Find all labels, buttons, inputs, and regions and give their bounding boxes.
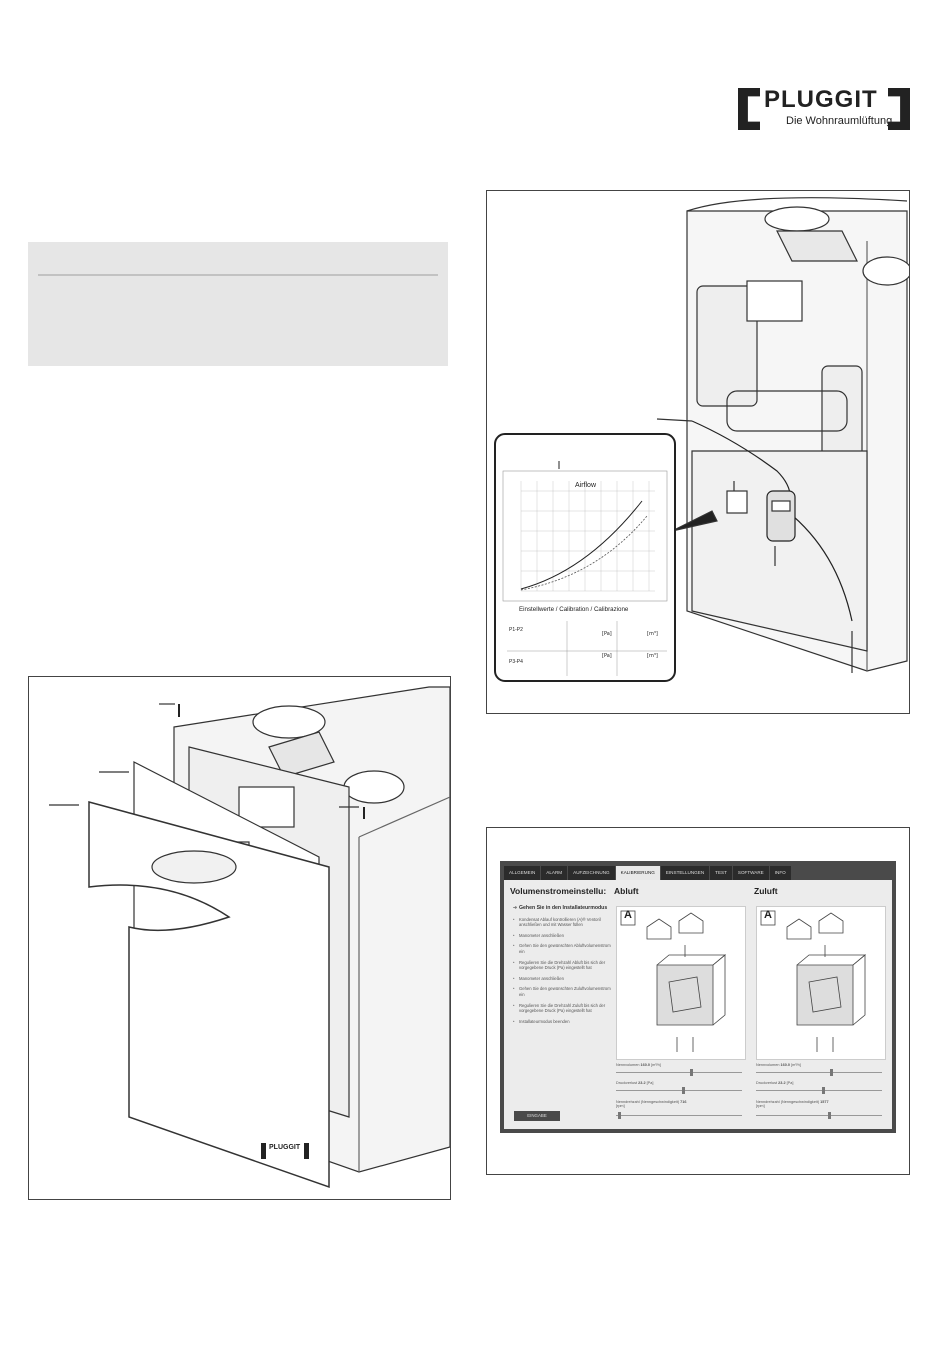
zuluft-drehzahl-value: 1577	[820, 1100, 829, 1104]
abluft-nennvolumen-label: Nennvolumen	[616, 1063, 640, 1067]
step-item: Regulieren Sie die Drehzahl Zuluft bis s…	[512, 1003, 612, 1014]
abluft-drehzahl-slider[interactable]	[616, 1112, 742, 1119]
slider-knob[interactable]	[690, 1069, 693, 1076]
step-item: Gehen Sie in den Installateurmodus	[512, 905, 612, 912]
abluft-drehzahl-label: Nenndrehzahl (Nenngeschwindigkeit)	[616, 1100, 680, 1104]
zuluft-nennvolumen-label: Nennvolumen	[756, 1063, 780, 1067]
step-item: Installateurmodus beenden	[512, 1019, 612, 1025]
zuluft-drehzahl-unit: [rpm]	[756, 1104, 765, 1108]
logo-slogan: Die Wohnraumlüftung.	[786, 115, 896, 127]
cal-unit-a-1: [Pa]	[602, 631, 612, 637]
tab-kalibrierung[interactable]: KALIBRIERUNG	[615, 866, 660, 880]
zuluft-drehzahl-slider[interactable]	[756, 1112, 882, 1119]
abluft-drehzahl-value: 716	[680, 1100, 687, 1104]
cal-unit-b-2: [m³]	[647, 653, 658, 659]
abluft-nennvolumen-unit: [m³/h]	[651, 1063, 661, 1067]
zuluft-title: Zuluft	[754, 886, 778, 896]
zuluft-druckverlust-unit: [Pa]	[786, 1081, 794, 1085]
tab-test[interactable]: TEST	[710, 866, 732, 880]
tab-aufzeichnung[interactable]: AUFZEICHNUNG	[568, 866, 615, 880]
abluft-nennvolumen-value: 160.0	[640, 1063, 651, 1067]
tab-alarm[interactable]: ALARM	[541, 866, 568, 880]
cal-unit-a-2: [Pa]	[602, 653, 612, 659]
note-box	[28, 242, 448, 366]
logo-bracket-left	[738, 88, 760, 130]
abluft-druckverlust-unit: [Pa]	[646, 1081, 654, 1085]
zuluft-druckverlust-slider[interactable]	[756, 1087, 882, 1094]
zuluft-nennvolumen-unit: [m³/h]	[791, 1063, 801, 1067]
tab-info[interactable]: INFO	[769, 866, 791, 880]
tab-einstellungen[interactable]: EINSTELLUNGEN	[660, 866, 710, 880]
logo-bracket-right	[888, 88, 910, 130]
unit-rear-illustration	[494, 197, 909, 682]
tab-software[interactable]: SOFTWARE	[732, 866, 769, 880]
tab-bar: ALLGEMEIN ALARM AUFZEICHNUNG KALIBRIERUN…	[504, 866, 791, 880]
airflow-sheet	[494, 433, 676, 682]
step-item: Gehen Sie den gewünschten Zuluftvolumens…	[512, 986, 612, 997]
step-item: Kondensat Ablauf kontrollieren (A)® Vent…	[512, 917, 612, 928]
eingabe-button[interactable]: EINGABE	[514, 1111, 560, 1121]
figure-front-door-removal: PLUGGIT	[28, 676, 451, 1200]
zuluft-nennvolumen-slider[interactable]	[756, 1069, 882, 1076]
step-item: Regulieren Sie die Drehzahl Abluft bis s…	[512, 960, 612, 971]
zuluft-illustration	[756, 906, 886, 1060]
abluft-badge: A	[624, 909, 632, 921]
note-divider	[38, 274, 438, 276]
abluft-druckverlust-label: Druckverlust	[616, 1081, 638, 1085]
abluft-nennvolumen-slider[interactable]	[616, 1069, 742, 1076]
zuluft-druckverlust-label: Druckverlust	[756, 1081, 778, 1085]
software-window: ALLGEMEIN ALARM AUFZEICHNUNG KALIBRIERUN…	[500, 861, 896, 1133]
step-item: Manometer anschließen	[512, 976, 612, 982]
slider-knob[interactable]	[682, 1087, 685, 1094]
abluft-drehzahl-unit: [rpm]	[616, 1104, 625, 1108]
zuluft-badge: A	[764, 909, 772, 921]
step-item: Manometer anschließen	[512, 933, 612, 939]
zuluft-nennvolumen-value: 160.0	[780, 1063, 791, 1067]
airflow-sheet-footer: Einstellwerte / Calibration / Calibrazio…	[519, 606, 629, 613]
step-list: Gehen Sie in den Installateurmodus Konde…	[512, 905, 612, 1029]
page-title: Volumenstromeinstellu:	[510, 886, 607, 896]
airflow-sheet-title: Airflow	[575, 482, 597, 489]
abluft-druckverlust-value: 23.2	[638, 1081, 646, 1085]
calibration-content: Volumenstromeinstellu: Abluft Zuluft Geh…	[504, 880, 892, 1129]
slider-knob[interactable]	[618, 1112, 621, 1119]
step-item: Gehen Sie den gewünschten Abluftvolumens…	[512, 943, 612, 954]
abluft-illustration	[616, 906, 746, 1060]
slider-knob[interactable]	[828, 1112, 831, 1119]
abluft-title: Abluft	[614, 886, 639, 896]
slider-knob[interactable]	[830, 1069, 833, 1076]
cal-row-label-1: P1-P2	[509, 627, 523, 633]
figure-manometer-connection: Airflow Einstellwerte / Calibration / Ca…	[486, 190, 910, 714]
abluft-druckverlust-slider[interactable]	[616, 1087, 742, 1094]
logo-brand: PLUGGIT	[764, 86, 878, 113]
cal-unit-b-1: [m³]	[647, 631, 658, 637]
door-logo: PLUGGIT	[269, 1144, 301, 1151]
tab-allgemein[interactable]: ALLGEMEIN	[504, 866, 541, 880]
unit-front-illustration	[49, 686, 450, 1189]
pluggit-logo: PLUGGIT Die Wohnraumlüftung.	[738, 86, 910, 132]
zuluft-druckverlust-value: 23.2	[778, 1081, 786, 1085]
figure-software-calibration: ALLGEMEIN ALARM AUFZEICHNUNG KALIBRIERUN…	[486, 827, 910, 1175]
slider-knob[interactable]	[822, 1087, 825, 1094]
zuluft-drehzahl-label: Nenndrehzahl (Nenngeschwindigkeit)	[756, 1100, 820, 1104]
cal-row-label-2: P3-P4	[509, 659, 523, 665]
